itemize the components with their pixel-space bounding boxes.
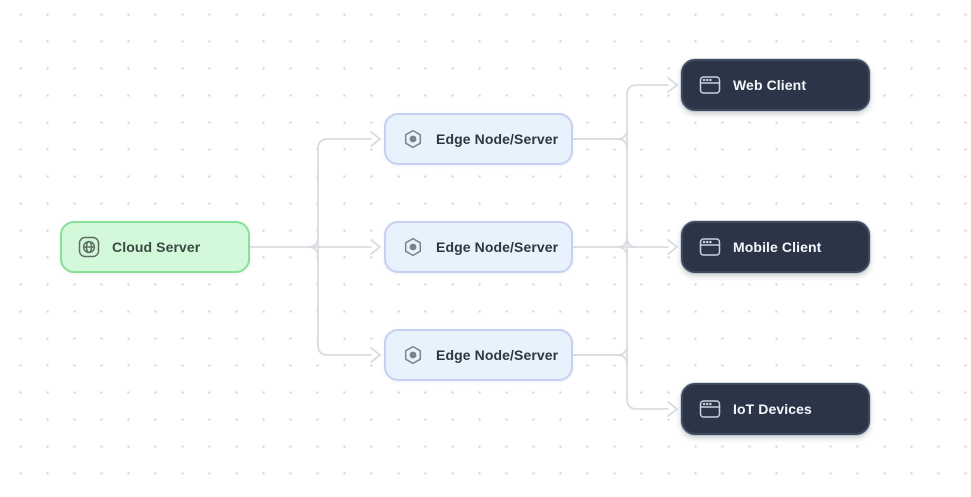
browser-window-icon [699,399,721,419]
node-label: Edge Node/Server [436,131,559,147]
node-label: IoT Devices [733,401,812,417]
hexagon-node-icon [402,236,424,258]
node-edge-server-1[interactable]: Edge Node/Server [384,113,573,165]
node-edge-server-3[interactable]: Edge Node/Server [384,329,573,381]
browser-window-icon [699,237,721,257]
node-iot-devices[interactable]: IoT Devices [681,383,870,435]
node-edge-server-2[interactable]: Edge Node/Server [384,221,573,273]
hexagon-node-icon [402,344,424,366]
globe-server-icon [78,236,100,258]
node-label: Cloud Server [112,239,201,255]
node-label: Mobile Client [733,239,822,255]
edges-edge-nodes-to-clients [572,77,678,417]
node-label: Edge Node/Server [436,239,559,255]
node-web-client[interactable]: Web Client [681,59,870,111]
node-mobile-client[interactable]: Mobile Client [681,221,870,273]
node-label: Edge Node/Server [436,347,559,363]
browser-window-icon [699,75,721,95]
edges-cloud-to-edge-nodes [249,131,381,363]
node-cloud-server[interactable]: Cloud Server [60,221,250,273]
node-label: Web Client [733,77,807,93]
hexagon-node-icon [402,128,424,150]
